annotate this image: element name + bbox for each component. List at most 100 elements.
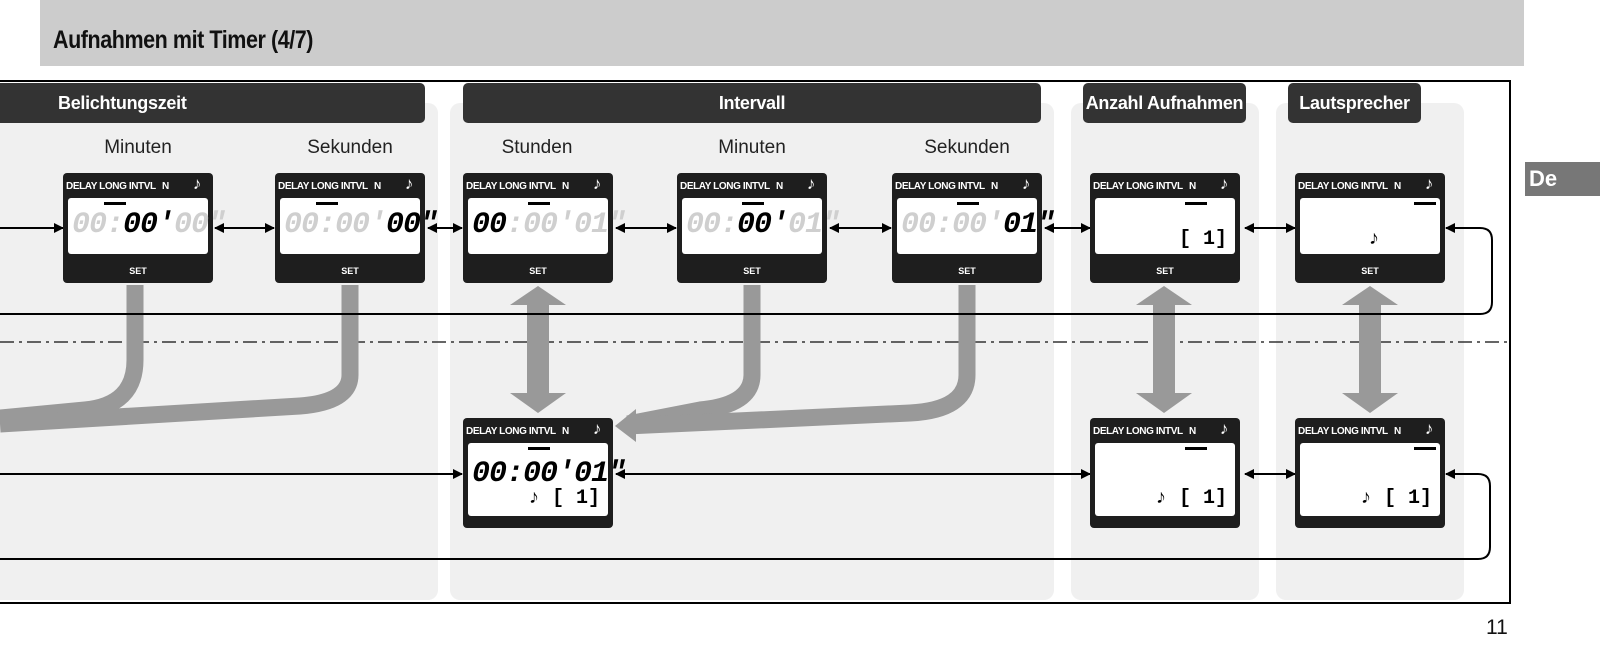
lcd-screen: 00:00'01" bbox=[468, 198, 626, 254]
indicator-label: DELAY LONG INTVL bbox=[895, 181, 985, 192]
n-label: N bbox=[1394, 426, 1401, 437]
indicator-label: DELAY LONG INTVL bbox=[278, 181, 368, 192]
lcd-digits: 00:00'01" bbox=[686, 208, 840, 242]
lcd-indicator: DELAY LONG INTVL N ♪ bbox=[278, 174, 421, 194]
lcd-anzahl-bottom: DELAY LONG INTVL N ♪ ♪ [ 1] bbox=[1090, 418, 1240, 528]
lcd-screen: ♪ [ 1] bbox=[1095, 443, 1235, 516]
lcd-intervall-summary: DELAY LONG INTVL N ♪ 00:00'01" ♪ [ 1] bbox=[463, 418, 626, 528]
cursor-bar bbox=[1185, 447, 1207, 450]
lcd-indicator: DELAY LONG INTVL N ♪ bbox=[1093, 174, 1236, 194]
indicator-label: DELAY LONG INTVL bbox=[466, 181, 556, 192]
music-note-icon: ♪ bbox=[592, 174, 602, 193]
lcd-screen: 00:00'01" bbox=[897, 198, 1055, 254]
shot-count: ♪ [ 1] bbox=[1359, 487, 1432, 510]
lcd-digits: 00:00'01" bbox=[901, 208, 1055, 242]
indicator-label: DELAY LONG INTVL bbox=[1298, 181, 1388, 192]
set-label: SET bbox=[1156, 266, 1174, 276]
header-bar: Aufnahmen mit Timer (4/7) bbox=[40, 0, 1524, 66]
indicator-label: DELAY LONG INTVL bbox=[1093, 426, 1183, 437]
indicator-label: DELAY LONG INTVL bbox=[1093, 181, 1183, 192]
lcd-lautsprecher-bottom: DELAY LONG INTVL N ♪ ♪ [ 1] bbox=[1295, 418, 1445, 528]
cursor-bar bbox=[316, 202, 338, 205]
cursor-bar bbox=[1185, 202, 1207, 205]
music-note-icon: ♪ bbox=[1424, 419, 1434, 438]
section-header-lautsprecher: Lautsprecher bbox=[1288, 83, 1421, 123]
music-note-icon: ♪ bbox=[592, 419, 602, 438]
n-label: N bbox=[991, 181, 998, 192]
cursor-bar bbox=[1414, 202, 1436, 205]
lcd-intervall-sekunden: DELAY LONG INTVL N ♪ 00:00'01" SET bbox=[892, 173, 1055, 283]
n-label: N bbox=[562, 426, 569, 437]
n-label: N bbox=[1394, 181, 1401, 192]
lcd-intervall-minuten: DELAY LONG INTVL N ♪ 00:00'01" SET bbox=[677, 173, 840, 283]
language-tab: De bbox=[1525, 162, 1600, 196]
lcd-belichtung-sekunden: DELAY LONG INTVL N ♪ 00:00'00" SET bbox=[275, 173, 438, 283]
lcd-screen: 00:00'01" bbox=[682, 198, 840, 254]
column-label-minuten: Minuten bbox=[718, 137, 786, 158]
set-label: SET bbox=[341, 266, 359, 276]
n-label: N bbox=[776, 181, 783, 192]
set-label: SET bbox=[743, 266, 761, 276]
lcd-screen: ♪ [ 1] bbox=[1300, 443, 1440, 516]
lcd-belichtung-minuten: DELAY LONG INTVL N ♪ 00:00'00" SET bbox=[63, 173, 226, 283]
column-label-stunden: Stunden bbox=[501, 137, 573, 158]
lcd-screen: 00:00'00" bbox=[280, 198, 438, 254]
shot-count: ♪ [ 1] bbox=[1154, 487, 1227, 510]
lcd-intervall-stunden: DELAY LONG INTVL N ♪ 00:00'01" SET bbox=[463, 173, 626, 283]
music-note-icon: ♪ bbox=[806, 174, 816, 193]
cursor-bar bbox=[957, 202, 979, 205]
music-note-icon: ♪ bbox=[1021, 174, 1031, 193]
shot-count: [ 1] bbox=[1178, 228, 1227, 251]
lcd-indicator: DELAY LONG INTVL N ♪ bbox=[466, 174, 609, 194]
indicator-label: DELAY LONG INTVL bbox=[680, 181, 770, 192]
indicator-label: DELAY LONG INTVL bbox=[66, 181, 156, 192]
n-label: N bbox=[374, 181, 381, 192]
lcd-indicator: DELAY LONG INTVL N ♪ bbox=[1093, 419, 1236, 439]
diagram-frame bbox=[0, 80, 1511, 604]
n-label: N bbox=[1189, 426, 1196, 437]
indicator-label: DELAY LONG INTVL bbox=[1298, 426, 1388, 437]
lcd-indicator: DELAY LONG INTVL N ♪ bbox=[466, 419, 609, 439]
column-label-sekunden: Sekunden bbox=[307, 137, 393, 158]
section-header-intervall: Intervall bbox=[463, 83, 1041, 123]
set-label: SET bbox=[529, 266, 547, 276]
shot-count: ♪ [ 1] bbox=[527, 487, 600, 510]
lcd-lautsprecher-top: DELAY LONG INTVL N ♪ ♪ SET bbox=[1295, 173, 1445, 283]
music-note-icon: ♪ bbox=[1219, 419, 1229, 438]
lcd-digits: 00:00'00" bbox=[72, 208, 226, 242]
lcd-indicator: DELAY LONG INTVL N ♪ bbox=[1298, 174, 1441, 194]
cursor-bar bbox=[528, 202, 550, 205]
music-note-icon: ♪ bbox=[1424, 174, 1434, 193]
lcd-screen: [ 1] bbox=[1095, 198, 1235, 254]
music-note-icon: ♪ bbox=[1219, 174, 1229, 193]
page-number: 11 bbox=[1486, 616, 1508, 639]
lcd-screen: 00:00'00" bbox=[68, 198, 226, 254]
music-note-icon: ♪ bbox=[192, 174, 202, 193]
n-label: N bbox=[1189, 181, 1196, 192]
lcd-screen: 00:00'01" ♪ [ 1] bbox=[468, 443, 626, 516]
music-note-icon: ♪ bbox=[404, 174, 414, 193]
lcd-indicator: DELAY LONG INTVL N ♪ bbox=[680, 174, 823, 194]
cursor-bar bbox=[742, 202, 764, 205]
cursor-bar bbox=[1414, 447, 1436, 450]
section-header-anzahl: Anzahl Aufnahmen bbox=[1083, 83, 1246, 123]
lcd-indicator: DELAY LONG INTVL N ♪ bbox=[66, 174, 209, 194]
n-label: N bbox=[162, 181, 169, 192]
set-label: SET bbox=[129, 266, 147, 276]
thick-flow-arrow-head bbox=[615, 409, 636, 442]
cursor-bar bbox=[104, 202, 126, 205]
indicator-label: DELAY LONG INTVL bbox=[466, 426, 556, 437]
lcd-digits: 00:00'01" bbox=[472, 457, 626, 491]
lcd-digits: 00:00'01" bbox=[472, 208, 626, 242]
section-header-belichtungszeit: Belichtungszeit bbox=[0, 83, 425, 123]
lcd-digits: 00:00'00" bbox=[284, 208, 438, 242]
lcd-indicator: DELAY LONG INTVL N ♪ bbox=[895, 174, 1038, 194]
lcd-indicator: DELAY LONG INTVL N ♪ bbox=[1298, 419, 1441, 439]
set-label: SET bbox=[1361, 266, 1379, 276]
music-note-icon: ♪ bbox=[1367, 228, 1380, 251]
set-label: SET bbox=[958, 266, 976, 276]
thick-flow-arrow-icon bbox=[0, 285, 976, 435]
column-label-minuten: Minuten bbox=[104, 137, 172, 158]
lcd-screen: ♪ bbox=[1300, 198, 1440, 254]
